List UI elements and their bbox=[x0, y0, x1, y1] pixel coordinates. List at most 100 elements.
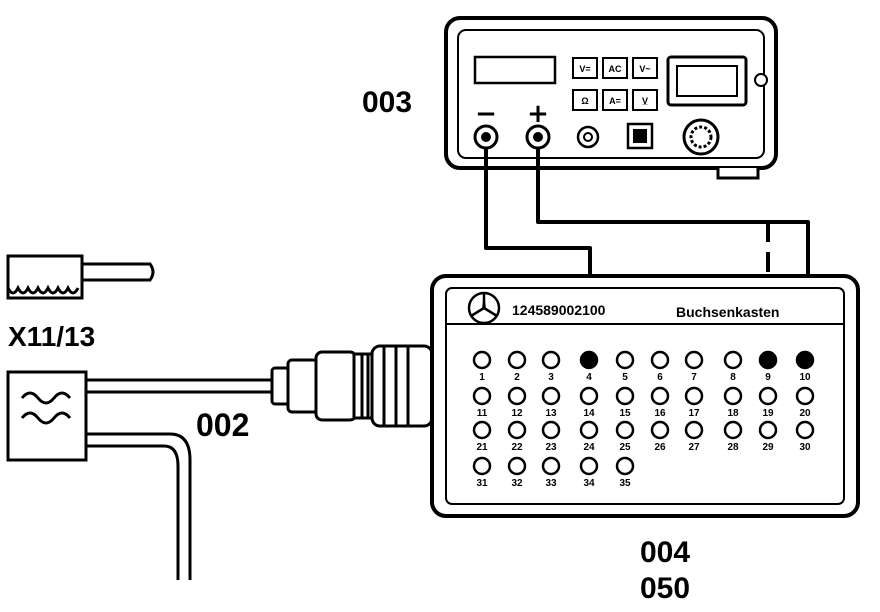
callout-050: 050 bbox=[640, 572, 690, 605]
socket-pin-2[interactable]: 2 bbox=[507, 350, 527, 383]
socket-hole[interactable] bbox=[723, 386, 743, 406]
rotary-selector[interactable] bbox=[682, 118, 720, 156]
socket-hole[interactable] bbox=[758, 420, 778, 440]
socket-pin-33[interactable]: 33 bbox=[541, 456, 561, 489]
socket-pin-21[interactable]: 21 bbox=[472, 420, 492, 453]
socket-pin-32[interactable]: 32 bbox=[507, 456, 527, 489]
socket-pin-label: 23 bbox=[545, 442, 557, 453]
socket-hole[interactable] bbox=[472, 386, 492, 406]
socket-pin-label: 35 bbox=[619, 478, 631, 489]
callout-x11-13: X11/13 bbox=[8, 321, 95, 352]
socket-pin-14[interactable]: 14 bbox=[579, 386, 599, 419]
socket-hole[interactable] bbox=[541, 420, 561, 440]
socket-pin-23[interactable]: 23 bbox=[541, 420, 561, 453]
multimeter-button-vac[interactable]: V~ bbox=[632, 57, 658, 79]
socket-pin-10[interactable]: 10 bbox=[795, 350, 815, 383]
socket-hole[interactable] bbox=[541, 350, 561, 370]
socket-hole[interactable] bbox=[579, 386, 599, 406]
socket-pin-1[interactable]: 1 bbox=[472, 350, 492, 383]
socket-hole[interactable] bbox=[541, 456, 561, 476]
socket-pin-label: 6 bbox=[657, 372, 663, 383]
socket-pin-label: 8 bbox=[730, 372, 736, 383]
socket-pin-24[interactable]: 24 bbox=[579, 420, 599, 453]
socket-hole[interactable] bbox=[472, 456, 492, 476]
socket-pin-9[interactable]: 9 bbox=[758, 350, 778, 383]
multimeter-knob[interactable] bbox=[754, 73, 768, 87]
socket-hole[interactable] bbox=[795, 350, 815, 370]
button-label: Ω bbox=[581, 96, 588, 106]
socket-pin-28[interactable]: 28 bbox=[723, 420, 743, 453]
socket-pin-label: 2 bbox=[514, 372, 520, 383]
socket-pin-30[interactable]: 30 bbox=[795, 420, 815, 453]
socket-hole[interactable] bbox=[684, 386, 704, 406]
socket-pin-label: 1 bbox=[479, 372, 485, 383]
socket-pin-19[interactable]: 19 bbox=[758, 386, 778, 419]
socket-pin-18[interactable]: 18 bbox=[723, 386, 743, 419]
socket-hole[interactable] bbox=[507, 386, 527, 406]
multimeter-switch[interactable] bbox=[626, 122, 654, 150]
socket-hole[interactable] bbox=[650, 350, 670, 370]
socket-hole[interactable] bbox=[723, 350, 743, 370]
socket-hole[interactable] bbox=[472, 420, 492, 440]
multimeter-button-vdc[interactable]: V= bbox=[572, 57, 598, 79]
socket-hole[interactable] bbox=[758, 386, 778, 406]
socket-pin-22[interactable]: 22 bbox=[507, 420, 527, 453]
socket-pin-label: 27 bbox=[688, 442, 700, 453]
socket-pin-label: 4 bbox=[586, 372, 592, 383]
socket-pin-27[interactable]: 27 bbox=[684, 420, 704, 453]
socket-pin-label: 11 bbox=[477, 408, 488, 419]
socket-pin-label: 15 bbox=[619, 408, 631, 419]
socket-hole[interactable] bbox=[758, 350, 778, 370]
socket-pin-12[interactable]: 12 bbox=[507, 386, 527, 419]
socket-pin-17[interactable]: 17 bbox=[684, 386, 704, 419]
socket-hole[interactable] bbox=[650, 420, 670, 440]
socket-hole[interactable] bbox=[795, 386, 815, 406]
socket-hole[interactable] bbox=[579, 456, 599, 476]
socket-pin-label: 34 bbox=[583, 478, 595, 489]
socket-pin-6[interactable]: 6 bbox=[650, 350, 670, 383]
socket-pin-3[interactable]: 3 bbox=[541, 350, 561, 383]
socket-box-title: Buchsenkasten bbox=[676, 304, 779, 320]
multimeter-button-ohm[interactable]: Ω bbox=[572, 89, 598, 111]
socket-pin-20[interactable]: 20 bbox=[795, 386, 815, 419]
socket-pin-25[interactable]: 25 bbox=[615, 420, 635, 453]
socket-hole[interactable] bbox=[684, 350, 704, 370]
socket-pin-label: 19 bbox=[762, 408, 774, 419]
socket-pin-label: 12 bbox=[511, 408, 523, 419]
socket-hole[interactable] bbox=[579, 350, 599, 370]
socket-hole[interactable] bbox=[723, 420, 743, 440]
socket-hole[interactable] bbox=[615, 350, 635, 370]
socket-hole[interactable] bbox=[541, 386, 561, 406]
socket-hole[interactable] bbox=[615, 420, 635, 440]
socket-pin-29[interactable]: 29 bbox=[758, 420, 778, 453]
round-connector bbox=[270, 344, 434, 428]
socket-pin-13[interactable]: 13 bbox=[541, 386, 561, 419]
socket-pin-7[interactable]: 7 bbox=[684, 350, 704, 383]
socket-pin-26[interactable]: 26 bbox=[650, 420, 670, 453]
socket-hole[interactable] bbox=[507, 456, 527, 476]
socket-pin-4[interactable]: 4 bbox=[579, 350, 599, 383]
socket-pin-8[interactable]: 8 bbox=[723, 350, 743, 383]
socket-hole[interactable] bbox=[615, 456, 635, 476]
socket-hole[interactable] bbox=[579, 420, 599, 440]
socket-hole[interactable] bbox=[507, 350, 527, 370]
socket-pin-5[interactable]: 5 bbox=[615, 350, 635, 383]
socket-hole[interactable] bbox=[472, 350, 492, 370]
socket-pin-label: 28 bbox=[727, 442, 739, 453]
socket-hole[interactable] bbox=[507, 420, 527, 440]
socket-hole[interactable] bbox=[795, 420, 815, 440]
socket-pin-11[interactable]: 11 bbox=[472, 386, 492, 419]
socket-pin-34[interactable]: 34 bbox=[579, 456, 599, 489]
plus-sign: + bbox=[527, 99, 549, 129]
multimeter-button-vmode[interactable]: V̲ bbox=[632, 89, 658, 111]
socket-pin-31[interactable]: 31 bbox=[472, 456, 492, 489]
socket-hole[interactable] bbox=[615, 386, 635, 406]
socket-hole[interactable] bbox=[684, 420, 704, 440]
multimeter-button-adc[interactable]: A= bbox=[602, 89, 628, 111]
socket-pin-16[interactable]: 16 bbox=[650, 386, 670, 419]
multimeter-button-ac[interactable]: AC bbox=[602, 57, 628, 79]
socket-pin-35[interactable]: 35 bbox=[615, 456, 635, 489]
socket-pin-15[interactable]: 15 bbox=[615, 386, 635, 419]
socket-hole[interactable] bbox=[650, 386, 670, 406]
